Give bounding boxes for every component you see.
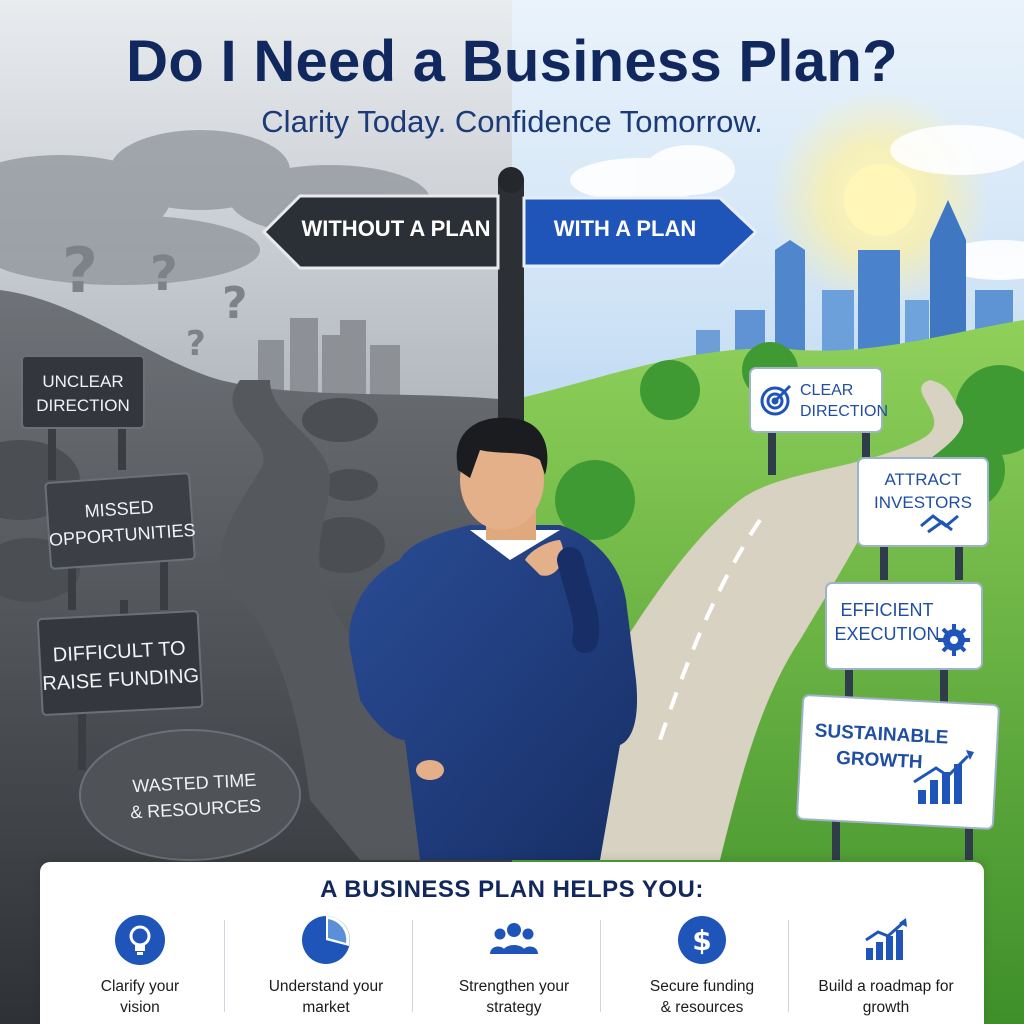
- efficient-execution-text: EFFICIENT EXECUTION: [832, 598, 942, 646]
- handshake-icon: [920, 514, 959, 534]
- growth-chart-icon: [913, 750, 974, 804]
- boulder-wasted-time: [79, 729, 301, 861]
- dollar-icon: $: [678, 916, 726, 964]
- page-title: Do I Need a Business Plan?: [126, 29, 898, 94]
- with-plan-sign: [522, 196, 759, 268]
- sign-line: DIRECTION: [36, 396, 130, 415]
- divider: [224, 920, 225, 1012]
- label-line: & resources: [660, 999, 744, 1016]
- panel-heading: A BUSINESS PLAN HELPS YOU:: [320, 876, 704, 903]
- missed-opportunities-text: MISSED OPPORTUNITIES: [46, 491, 196, 553]
- label-line: growth: [862, 999, 910, 1016]
- without-plan-sign: [261, 194, 500, 270]
- benefit-label: Strengthen your strategy: [430, 976, 598, 1018]
- divider: [600, 920, 601, 1012]
- gear-icon: [938, 624, 970, 656]
- svg-text:?: ?: [62, 234, 98, 307]
- sign-missed-opportunities: [44, 472, 196, 570]
- bar-growth-icon: [865, 918, 907, 960]
- unclear-direction-text: UNCLEAR DIRECTION: [22, 370, 144, 418]
- benefit-build-roadmap: Build a roadmap for growth: [792, 914, 980, 1022]
- benefit-understand-market: Understand your market: [232, 914, 420, 1022]
- sustainable-growth-text: SUSTAINABLE GROWTH: [813, 719, 949, 778]
- bright-sign-posts: [768, 430, 973, 860]
- businessman-figure: [349, 417, 638, 860]
- svg-text:?: ?: [222, 278, 248, 329]
- without-plan-label: WITHOUT A PLAN: [301, 216, 491, 241]
- clear-direction-text: CLEAR DIRECTION: [800, 380, 888, 422]
- svg-text:?: ?: [186, 324, 206, 364]
- sign-efficient-execution: [825, 582, 983, 670]
- sign-line: INVESTORS: [874, 493, 972, 512]
- label-line: market: [302, 999, 350, 1016]
- sign-line: ATTRACT: [884, 470, 962, 489]
- dark-road: [220, 380, 440, 860]
- benefits-panel: A BUSINESS PLAN HELPS YOU: Clarify your …: [40, 862, 984, 1024]
- benefit-label: Clarify your vision: [56, 976, 224, 1018]
- target-icon: [760, 384, 792, 416]
- difficult-funding-text: DIFFICULT TO RAISE FUNDING: [39, 634, 202, 698]
- sign-line: UNCLEAR: [42, 372, 124, 391]
- question-mark-icons: ? ? ? ?: [62, 234, 248, 364]
- page-subtitle: Clarity Today. Confidence Tomorrow.: [261, 104, 763, 139]
- benefit-strengthen-strategy: Strengthen your strategy: [420, 914, 608, 1022]
- label-line: strategy: [486, 999, 542, 1016]
- benefit-label: Secure funding & resources: [618, 976, 786, 1018]
- benefit-label: Build a roadmap for growth: [802, 976, 970, 1018]
- sign-difficult-funding: [36, 610, 204, 716]
- pie-chart-icon: [302, 916, 350, 964]
- benefit-clarify-vision: Clarify your vision: [46, 914, 234, 1022]
- sign-line: EFFICIENT: [840, 600, 934, 620]
- signpost-pole: [498, 176, 524, 436]
- sign-line: EXECUTION: [834, 624, 940, 644]
- sign-line: CLEAR: [800, 382, 854, 399]
- sign-clear-direction: [749, 367, 883, 433]
- team-icon: [490, 923, 538, 954]
- dark-sign-posts: [48, 400, 168, 770]
- label-line: Understand your: [268, 978, 384, 995]
- label-line: Build a roadmap for: [818, 978, 954, 995]
- svg-text:$: $: [692, 924, 711, 957]
- with-plan-label: WITH A PLAN: [553, 216, 697, 241]
- benefit-secure-funding: $ Secure funding & resources: [608, 914, 796, 1022]
- label-line: Clarify your: [100, 978, 180, 995]
- divider: [788, 920, 789, 1012]
- svg-text:?: ?: [150, 246, 178, 302]
- lightbulb-icon: [115, 915, 165, 965]
- sign-attract-investors: [857, 457, 989, 547]
- label-line: vision: [120, 999, 160, 1016]
- attract-investors-text: ATTRACT INVESTORS: [858, 468, 988, 514]
- benefit-label: Understand your market: [242, 976, 410, 1018]
- wasted-time-text: WASTED TIME & RESOURCES: [109, 766, 281, 827]
- sign-unclear-direction: [21, 355, 145, 429]
- label-line: Secure funding: [649, 978, 755, 995]
- sign-line: DIRECTION: [800, 403, 888, 420]
- divider: [412, 920, 413, 1012]
- label-line: Strengthen your: [458, 978, 570, 995]
